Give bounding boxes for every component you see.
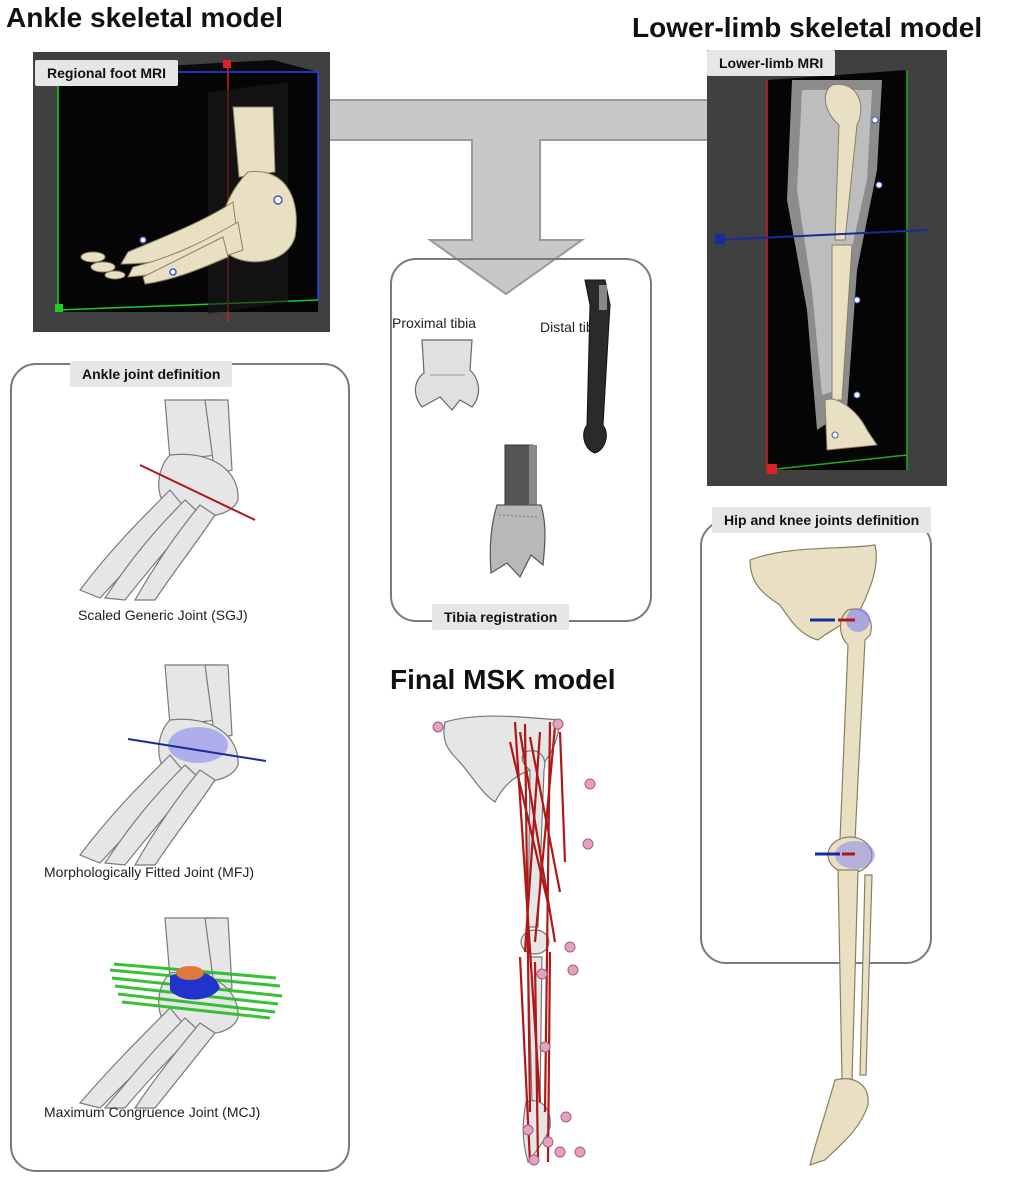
- mcj-foot-render: [70, 918, 300, 1108]
- mfj-label: Morphologically Fitted Joint (MFJ): [44, 864, 254, 880]
- sgj-foot-render: [70, 400, 290, 600]
- regional-foot-mri-panel: Regional foot MRI: [33, 52, 330, 332]
- lower-limb-mri-tag: Lower-limb MRI: [707, 50, 835, 76]
- lower-limb-mri-panel: Lower-limb MRI: [707, 50, 947, 486]
- regional-foot-mri-tag: Regional foot MRI: [35, 60, 178, 86]
- final-msk-model-render: [430, 712, 610, 1172]
- mfj-foot-render: [70, 665, 290, 865]
- distal-tibia-render: [575, 275, 625, 460]
- lower-limb-skeleton-render: [730, 540, 930, 1175]
- registered-tibia-render: [485, 445, 555, 585]
- mcj-label: Maximum Congruence Joint (MCJ): [44, 1104, 260, 1120]
- lower-limb-mri-render: [707, 50, 947, 486]
- proximal-tibia-render: [410, 335, 490, 415]
- proximal-tibia-label: Proximal tibia: [392, 315, 476, 331]
- sgj-label: Scaled Generic Joint (SGJ): [78, 607, 248, 623]
- foot-mri-render: [33, 52, 330, 332]
- tibia-registration-tag: Tibia registration: [432, 604, 569, 630]
- hip-knee-definition-tag: Hip and knee joints definition: [712, 507, 931, 533]
- ankle-joint-definition-tag: Ankle joint definition: [70, 361, 232, 387]
